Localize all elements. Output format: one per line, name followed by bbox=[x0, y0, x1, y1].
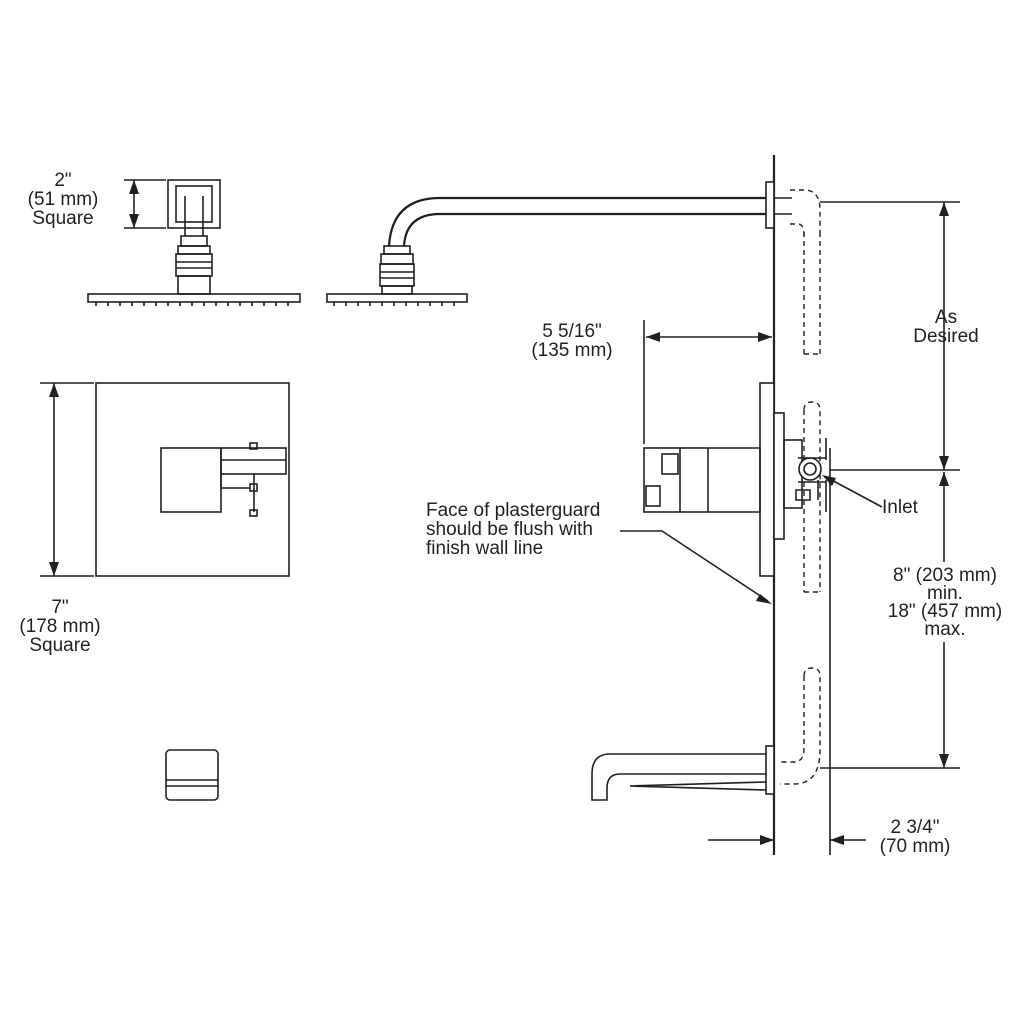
as-desired-label: As Desired bbox=[898, 308, 994, 346]
arm-size-mm: (51 mm) bbox=[27, 189, 99, 210]
plasterguard-note-line-2: should be flush with bbox=[426, 519, 593, 540]
trim-front-view bbox=[95, 382, 290, 577]
trim-size-label: 7" (178 mm) Square bbox=[10, 598, 110, 655]
valve-body bbox=[759, 382, 827, 577]
plasterguard-note-line-3: finish wall line bbox=[426, 538, 544, 559]
spout-height-min-value: 8" (203 mm) bbox=[893, 565, 997, 586]
plasterguard-leader bbox=[620, 530, 772, 604]
spout-height-label: 8" (203 mm) min. 18" (457 mm) max. bbox=[870, 565, 1020, 640]
projection-dimension bbox=[643, 320, 772, 444]
trim-size-shape: Square bbox=[29, 635, 91, 656]
arm-size-shape: Square bbox=[32, 208, 94, 229]
inlet-label: Inlet bbox=[882, 497, 918, 518]
plasterguard-note-line-1: Face of plasterguard bbox=[426, 500, 601, 521]
projection-label: 5 5/16" (135 mm) bbox=[520, 322, 624, 360]
tub-spout-side-view bbox=[591, 745, 775, 801]
showerhead-front-view bbox=[87, 179, 301, 306]
wall-depth-mm: (70 mm) bbox=[879, 836, 951, 857]
spout-height-dimension bbox=[820, 472, 960, 769]
spout-height-max-value: 18" (457 mm) bbox=[887, 601, 1003, 622]
wall-depth-label: 2 3/4" (70 mm) bbox=[868, 818, 962, 856]
showerhead-side-view bbox=[326, 196, 766, 306]
inlet-leader bbox=[822, 475, 883, 508]
spout-height-max: max. bbox=[924, 619, 966, 640]
arm-size-dimension bbox=[124, 179, 166, 229]
plasterguard-note: Face of plasterguard should be flush wit… bbox=[426, 501, 600, 558]
arm-size-label: 2" (51 mm) Square bbox=[18, 171, 108, 228]
shower-arm-flange bbox=[765, 181, 792, 229]
spout-height-min: min. bbox=[927, 583, 963, 604]
riser-pipe-hidden bbox=[780, 189, 821, 785]
projection-mm: (135 mm) bbox=[531, 340, 613, 361]
trim-size-mm: (178 mm) bbox=[19, 616, 101, 637]
wall-depth-dimension bbox=[708, 835, 866, 845]
as-desired-line-2: Desired bbox=[913, 326, 979, 347]
wall-depth-inch: 2 3/4" bbox=[890, 817, 940, 838]
as-desired-dimension bbox=[820, 201, 960, 471]
arm-size-inch: 2" bbox=[54, 170, 72, 191]
handle-side-view bbox=[643, 447, 761, 513]
trim-size-dimension bbox=[40, 382, 94, 577]
tub-spout-front-view bbox=[165, 749, 219, 801]
trim-size-inch: 7" bbox=[51, 597, 69, 618]
projection-inch: 5 5/16" bbox=[542, 321, 602, 342]
as-desired-line-1: As bbox=[934, 307, 958, 328]
